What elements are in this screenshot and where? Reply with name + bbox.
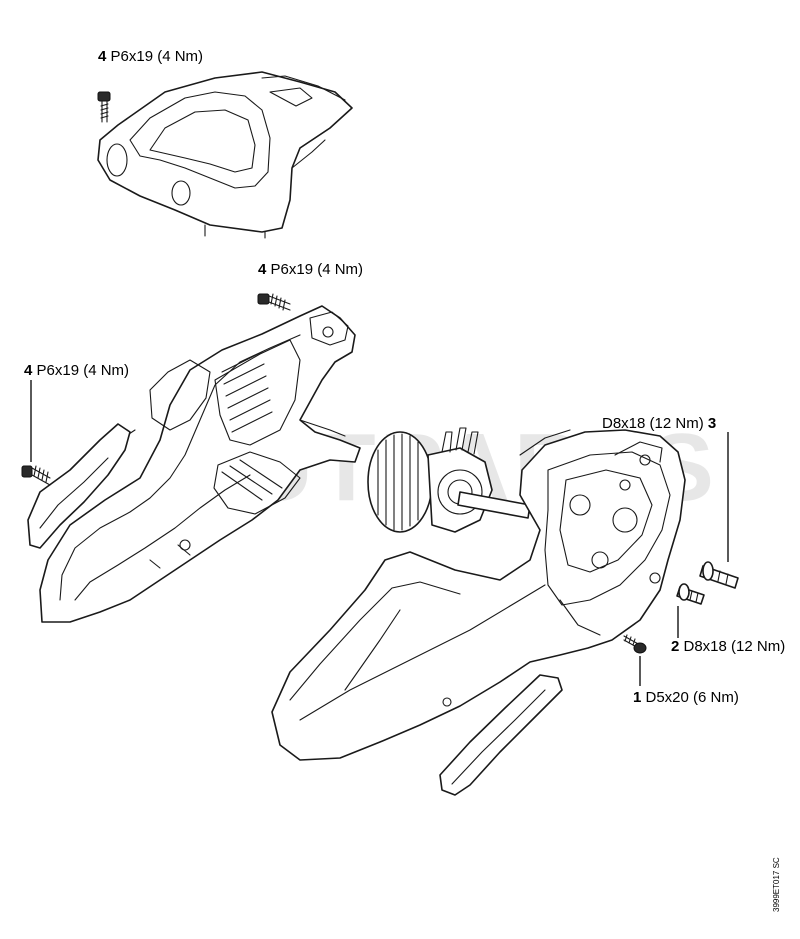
callout-screw-2: 2 D8x18 (12 Nm) [671, 638, 785, 656]
screw-d8x18-3 [699, 561, 739, 589]
callout-number: 4 [258, 261, 267, 278]
motor-part [367, 427, 531, 533]
callout-number: 2 [671, 638, 680, 655]
callout-middle-screw: 4 P6x19 (4 Nm) [258, 261, 363, 279]
callout-spec: D8x18 (12 Nm) [679, 638, 786, 655]
handle-cover-part [97, 71, 353, 239]
callout-spec: P6x19 (4 Nm) [106, 48, 204, 65]
callout-spec: D8x18 (12 Nm) [602, 415, 708, 432]
callout-number: 3 [707, 415, 717, 432]
screw-d5x20-1 [623, 634, 647, 654]
callout-spec: P6x19 (4 Nm) [32, 362, 130, 379]
guard-strip-part [439, 674, 563, 796]
callout-screw-1: 1 D5x20 (6 Nm) [633, 689, 739, 707]
right-housing-part [271, 429, 686, 761]
drawing-code: 3999ET017 SC [772, 857, 781, 912]
screw-p6x19-top [97, 91, 111, 123]
callout-top-cover-screw: 4 P6x19 (4 Nm) [98, 48, 203, 66]
screw-d8x18-2 [676, 583, 705, 605]
callout-number: 1 [633, 689, 642, 706]
screw-p6x19-middle [257, 293, 291, 311]
callout-number: 4 [24, 362, 33, 379]
left-housing-part [39, 305, 361, 623]
screw-p6x19-left [21, 465, 51, 486]
callout-spec: D5x20 (6 Nm) [641, 689, 739, 706]
callout-number: 4 [98, 48, 107, 65]
callout-left-screw: 4 P6x19 (4 Nm) [24, 362, 129, 380]
callout-spec: P6x19 (4 Nm) [266, 261, 364, 278]
callout-screw-3: D8x18 (12 Nm) 3 [602, 415, 716, 433]
side-cover-strip [27, 423, 131, 549]
